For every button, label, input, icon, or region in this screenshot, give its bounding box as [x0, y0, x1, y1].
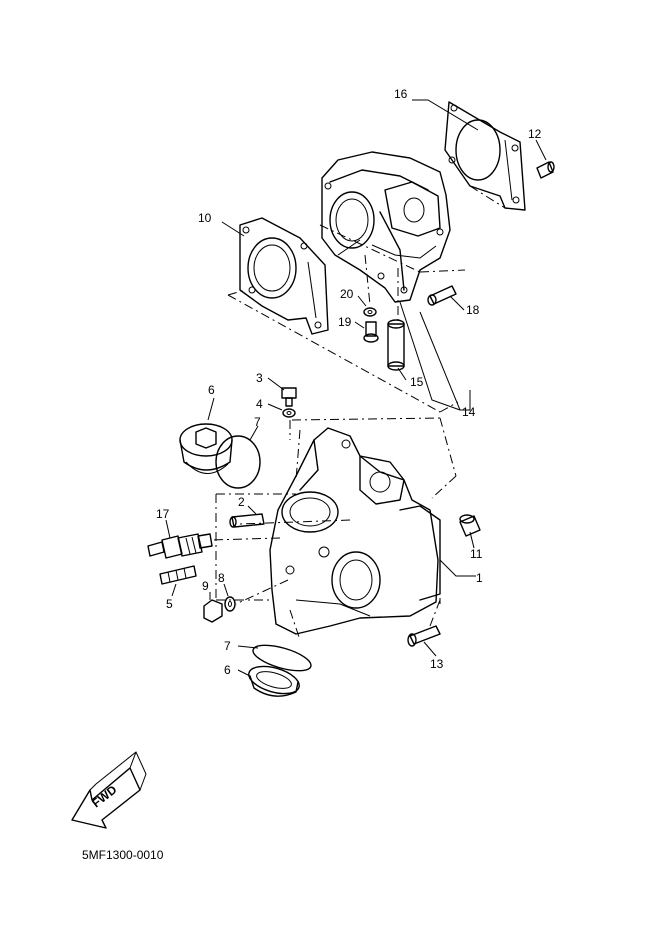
- bolt-3[interactable]: [281, 387, 297, 407]
- base-gasket-10[interactable]: [239, 217, 329, 335]
- bolt-19[interactable]: [363, 321, 379, 343]
- assembly-line-upper: [227, 185, 506, 413]
- callout-3: 3: [256, 371, 263, 385]
- callout-6-lower: 6: [224, 663, 231, 677]
- leader-lines: [165, 99, 547, 677]
- bolt-13[interactable]: [407, 625, 441, 647]
- nut-9[interactable]: [203, 599, 223, 623]
- callout-17: 17: [156, 507, 170, 521]
- callout-12: 12: [528, 127, 542, 141]
- callout-18: 18: [466, 303, 480, 317]
- callout-7-upper: 7: [254, 415, 261, 429]
- collar-15[interactable]: [387, 319, 405, 371]
- dowel-pin-12[interactable]: [536, 161, 555, 179]
- callout-16: 16: [394, 87, 408, 101]
- o-ring-7-upper[interactable]: [215, 435, 261, 489]
- callout-1: 1: [476, 571, 483, 585]
- cylinder-head-1[interactable]: [269, 427, 441, 635]
- cylinder-14[interactable]: [321, 151, 451, 303]
- callout-2: 2: [238, 495, 245, 509]
- cap-6-lower[interactable]: [246, 661, 303, 698]
- callout-19: 19: [338, 315, 352, 329]
- callout-14: 14: [462, 405, 476, 419]
- callout-20: 20: [340, 287, 354, 301]
- diagram-code: 5MF1300-0010: [82, 848, 164, 862]
- spark-plug-17[interactable]: [147, 533, 213, 559]
- bolt-18[interactable]: [427, 285, 457, 306]
- stud-2[interactable]: [229, 513, 265, 528]
- o-ring-7-lower[interactable]: [250, 640, 313, 676]
- head-gasket-16[interactable]: [444, 101, 526, 211]
- callout-5: 5: [166, 597, 173, 611]
- stud-5[interactable]: [159, 565, 197, 585]
- cap-6-upper[interactable]: [179, 423, 233, 474]
- washer-4[interactable]: [282, 408, 296, 418]
- callout-8: 8: [218, 571, 225, 585]
- callout-4: 4: [256, 397, 263, 411]
- callout-15: 15: [410, 375, 424, 389]
- callout-9: 9: [202, 579, 209, 593]
- callout-10: 10: [198, 211, 212, 225]
- fwd-arrow-icon: FWD: [71, 751, 147, 829]
- dowel-pin-11[interactable]: [459, 514, 481, 537]
- callout-13: 13: [430, 657, 444, 671]
- washer-20[interactable]: [363, 307, 377, 317]
- callout-labels: 16 12 10 20 18 19 15 14 3 4 6 7 2 17 11 …: [156, 87, 542, 677]
- callout-11: 11: [470, 547, 483, 561]
- callout-6-upper: 6: [208, 383, 215, 397]
- washer-8[interactable]: [224, 596, 236, 612]
- callout-7-lower: 7: [224, 639, 231, 653]
- assembly-line-head: [209, 417, 457, 641]
